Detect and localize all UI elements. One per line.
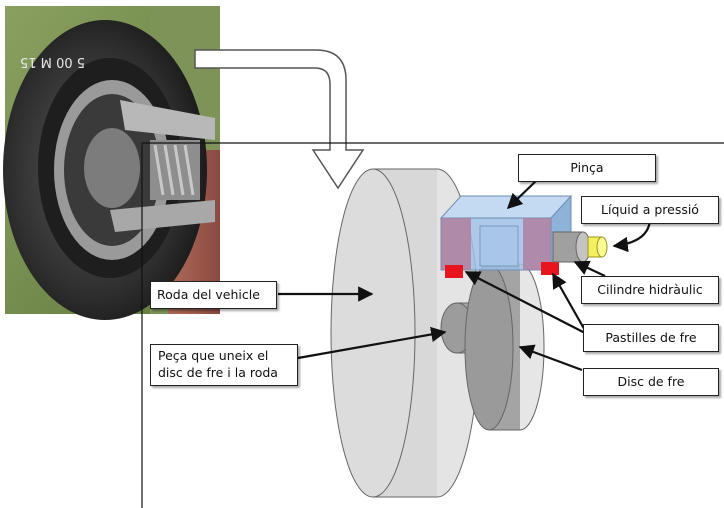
label-pastilles: Pastilles de fre <box>583 324 719 352</box>
pointer-arrows <box>278 179 652 372</box>
caliper <box>439 194 573 272</box>
brake-pad-left <box>445 265 463 278</box>
label-liquid: Líquid a pressió <box>581 196 719 224</box>
label-disc: Disc de fre <box>583 368 719 396</box>
brake-pad-right <box>541 262 559 275</box>
brake-disc <box>464 263 514 431</box>
arrow-disc <box>518 344 583 372</box>
hydraulic-cylinder <box>552 231 591 263</box>
wheel-face <box>330 168 416 498</box>
label-pinca: Pinça <box>518 154 656 182</box>
piston <box>587 236 608 258</box>
tire-lettering: 5 00 M 15 <box>20 54 85 69</box>
arrow-pastilles-1 <box>464 271 588 335</box>
zoom-arrow <box>194 49 365 190</box>
arrow-pinca <box>506 179 538 210</box>
label-roda: Roda del vehicle <box>150 281 277 309</box>
wheel-photo: 5 00 M 15 <box>3 6 220 320</box>
arrow-pastilles-2 <box>552 272 588 335</box>
arrow-cilindre <box>573 260 606 277</box>
arrow-peca <box>297 326 447 360</box>
label-cilindre: Cilindre hidràulic <box>581 276 719 304</box>
label-peca: Peça que uneix el disc de fre i la roda <box>150 344 298 386</box>
